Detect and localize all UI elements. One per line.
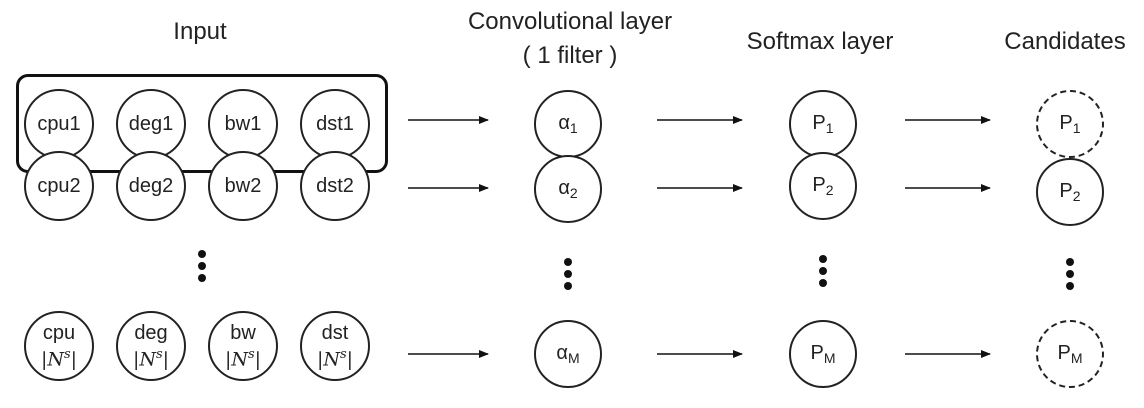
input-node: bw1 bbox=[208, 89, 278, 159]
ellipsis-dots bbox=[1065, 258, 1075, 294]
header-input: Input bbox=[173, 18, 227, 45]
softmax-node: P2 bbox=[789, 152, 857, 220]
header-candidates: Candidates bbox=[1004, 28, 1126, 55]
input-node: dst2 bbox=[300, 151, 370, 221]
ellipsis-dots bbox=[818, 255, 828, 291]
candidate-node-dashed: P1 bbox=[1036, 90, 1104, 158]
input-node-last: deg |Ns| bbox=[116, 311, 186, 381]
header-conv-line1: Convolutional layer bbox=[467, 8, 673, 35]
input-node: bw2 bbox=[208, 151, 278, 221]
header-softmax: Softmax layer bbox=[746, 28, 894, 55]
ellipsis-dots bbox=[563, 258, 573, 294]
candidate-node: P2 bbox=[1036, 158, 1104, 226]
conv-node: αM bbox=[534, 320, 602, 388]
input-node: deg2 bbox=[116, 151, 186, 221]
input-node-last: cpu |Ns| bbox=[24, 311, 94, 381]
ellipsis-dots bbox=[197, 250, 207, 286]
conv-node: α2 bbox=[534, 155, 602, 223]
input-node-last: bw |Ns| bbox=[208, 311, 278, 381]
conv-node: α1 bbox=[534, 90, 602, 158]
input-node: cpu2 bbox=[24, 151, 94, 221]
first-row-highlight bbox=[16, 74, 388, 173]
header-conv-line2: ( 1 filter ) bbox=[522, 42, 618, 69]
input-node-last: dst |Ns| bbox=[300, 311, 370, 381]
softmax-node: PM bbox=[789, 320, 857, 388]
candidate-node-dashed: PM bbox=[1036, 320, 1104, 388]
input-node: dst1 bbox=[300, 89, 370, 159]
